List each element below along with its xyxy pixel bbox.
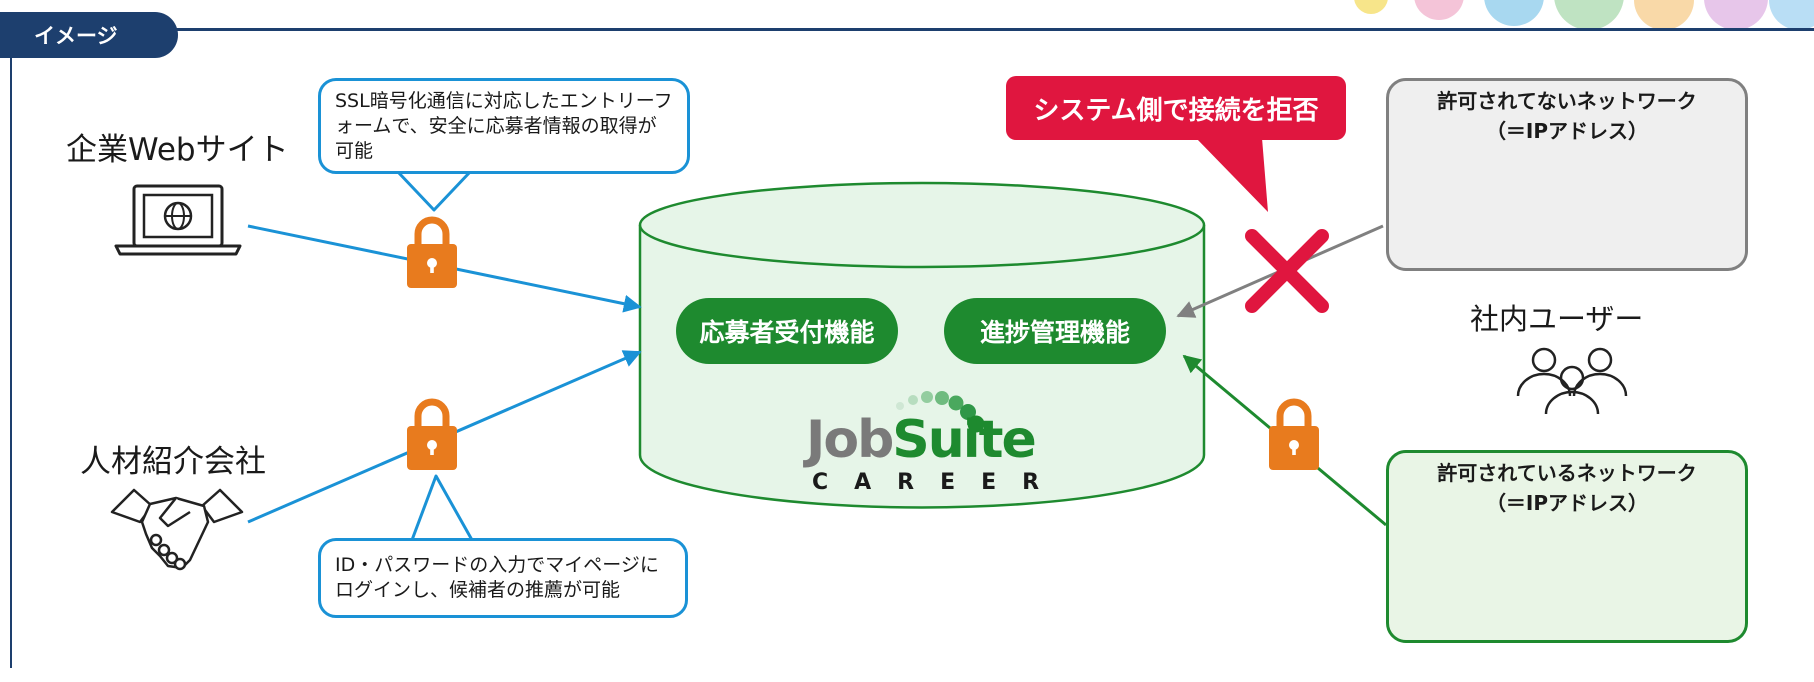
logo-career: CAREER: [812, 470, 1066, 495]
allowed-network-title: 許可されているネットワーク: [1437, 461, 1697, 485]
frame-left-line: [10, 56, 12, 668]
denied-network-title: 許可されてないネットワーク: [1437, 89, 1697, 113]
bubble-ssl-tail: [396, 170, 472, 212]
logo-suite: Suite: [892, 410, 1036, 470]
padlock-icon: [407, 402, 457, 470]
padlock-icon: [407, 220, 457, 288]
users-icon: [1516, 347, 1628, 415]
internal-users-label: 社内ユーザー: [1470, 302, 1644, 336]
denied-network-sub: （＝IPアドレス）: [1485, 119, 1649, 143]
frame-top-line: [176, 28, 1814, 31]
padlock-icon: [1269, 402, 1319, 470]
image-tag: [0, 12, 178, 58]
database-cylinder: [638, 181, 1206, 509]
reject-callout: システム側で接続を拒否: [1006, 76, 1346, 140]
handshake-icon: [110, 488, 244, 571]
bubble-login: ID・パスワードの入力でマイページにログインし、候補者の推薦が可能: [318, 538, 688, 618]
reject-x-icon: [1245, 229, 1329, 313]
bubble-ssl: SSL暗号化通信に対応したエントリーフォームで、安全に応募者情報の取得が可能: [318, 78, 690, 174]
allowed-network-box: 許可されているネットワーク （＝IPアドレス）: [1386, 450, 1748, 643]
laptop-globe-icon: [114, 184, 242, 256]
function-progress: 進捗管理機能: [944, 298, 1166, 364]
source-corporate-site: 企業Webサイト: [66, 132, 289, 168]
logo-dots: [896, 391, 985, 433]
allowed-network-sub: （＝IPアドレス）: [1485, 491, 1649, 515]
bubble-login-tail: [410, 474, 474, 541]
image-tag-label: イメージ: [34, 24, 118, 48]
logo-job: Job: [806, 410, 894, 470]
source-agency: 人材紹介会社: [80, 444, 266, 480]
decorative-dots: [1054, 0, 1814, 30]
denied-network-box: 許可されてないネットワーク （＝IPアドレス）: [1386, 78, 1748, 271]
logo-wordmark: JobSuite: [806, 410, 1037, 470]
function-applicant: 応募者受付機能: [676, 298, 898, 364]
reject-callout-tail: [1196, 138, 1268, 212]
